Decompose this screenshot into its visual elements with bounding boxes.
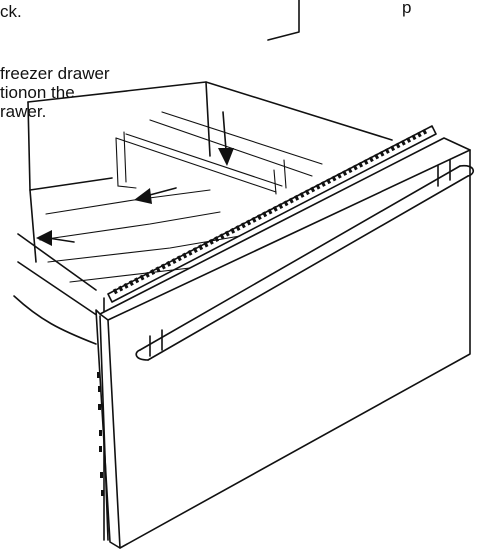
handle-end bbox=[459, 164, 474, 177]
basket-left-bracket bbox=[115, 137, 137, 189]
basket-floor-line bbox=[69, 267, 191, 283]
basket-rod bbox=[115, 137, 277, 193]
basket-right-bracket bbox=[273, 169, 277, 195]
instruction-line: ck. bbox=[0, 2, 22, 21]
handle-bar bbox=[139, 165, 461, 351]
arrow-down-icon bbox=[218, 111, 234, 166]
instruction-line: p bbox=[402, 0, 412, 17]
handle-end bbox=[135, 349, 149, 361]
basket-right-bracket bbox=[283, 159, 287, 189]
arrow-left-icon bbox=[134, 187, 177, 204]
hinge-slots bbox=[97, 372, 104, 496]
handle-bar bbox=[147, 175, 469, 361]
instruction-line: freezer drawer bbox=[0, 64, 110, 83]
side-runner bbox=[17, 261, 99, 317]
panel-hinge-strip bbox=[99, 315, 109, 541]
instruction-text-middle: freezer drawer tionon the rawer. bbox=[0, 64, 110, 121]
arrow-left-icon bbox=[36, 230, 75, 246]
handle-mount bbox=[437, 159, 451, 187]
top-rail bbox=[107, 125, 437, 303]
drawer-back-corner bbox=[205, 81, 211, 157]
basket-floor-line bbox=[45, 189, 211, 215]
basket-rod bbox=[161, 111, 323, 165]
side-cutaway bbox=[13, 295, 97, 345]
basket-rod bbox=[125, 133, 283, 187]
basket-floor-line bbox=[39, 211, 221, 241]
drawer-inner-edge bbox=[29, 177, 113, 191]
drawer-back-rim bbox=[27, 81, 393, 141]
basket-left-bracket bbox=[123, 131, 127, 183]
drawer-left-back-edge bbox=[27, 101, 37, 263]
side-runner bbox=[17, 233, 97, 291]
drawer-front-top-edge bbox=[107, 149, 471, 321]
instruction-text-top: p ck. bbox=[0, 0, 411, 21]
drawer-front-outline bbox=[95, 137, 471, 549]
callout-box-edge bbox=[267, 0, 300, 41]
handle-mount bbox=[149, 329, 163, 357]
instruction-line: tionon the bbox=[0, 83, 75, 102]
instruction-line: rawer. bbox=[0, 102, 47, 121]
rail-teeth bbox=[112, 127, 430, 295]
